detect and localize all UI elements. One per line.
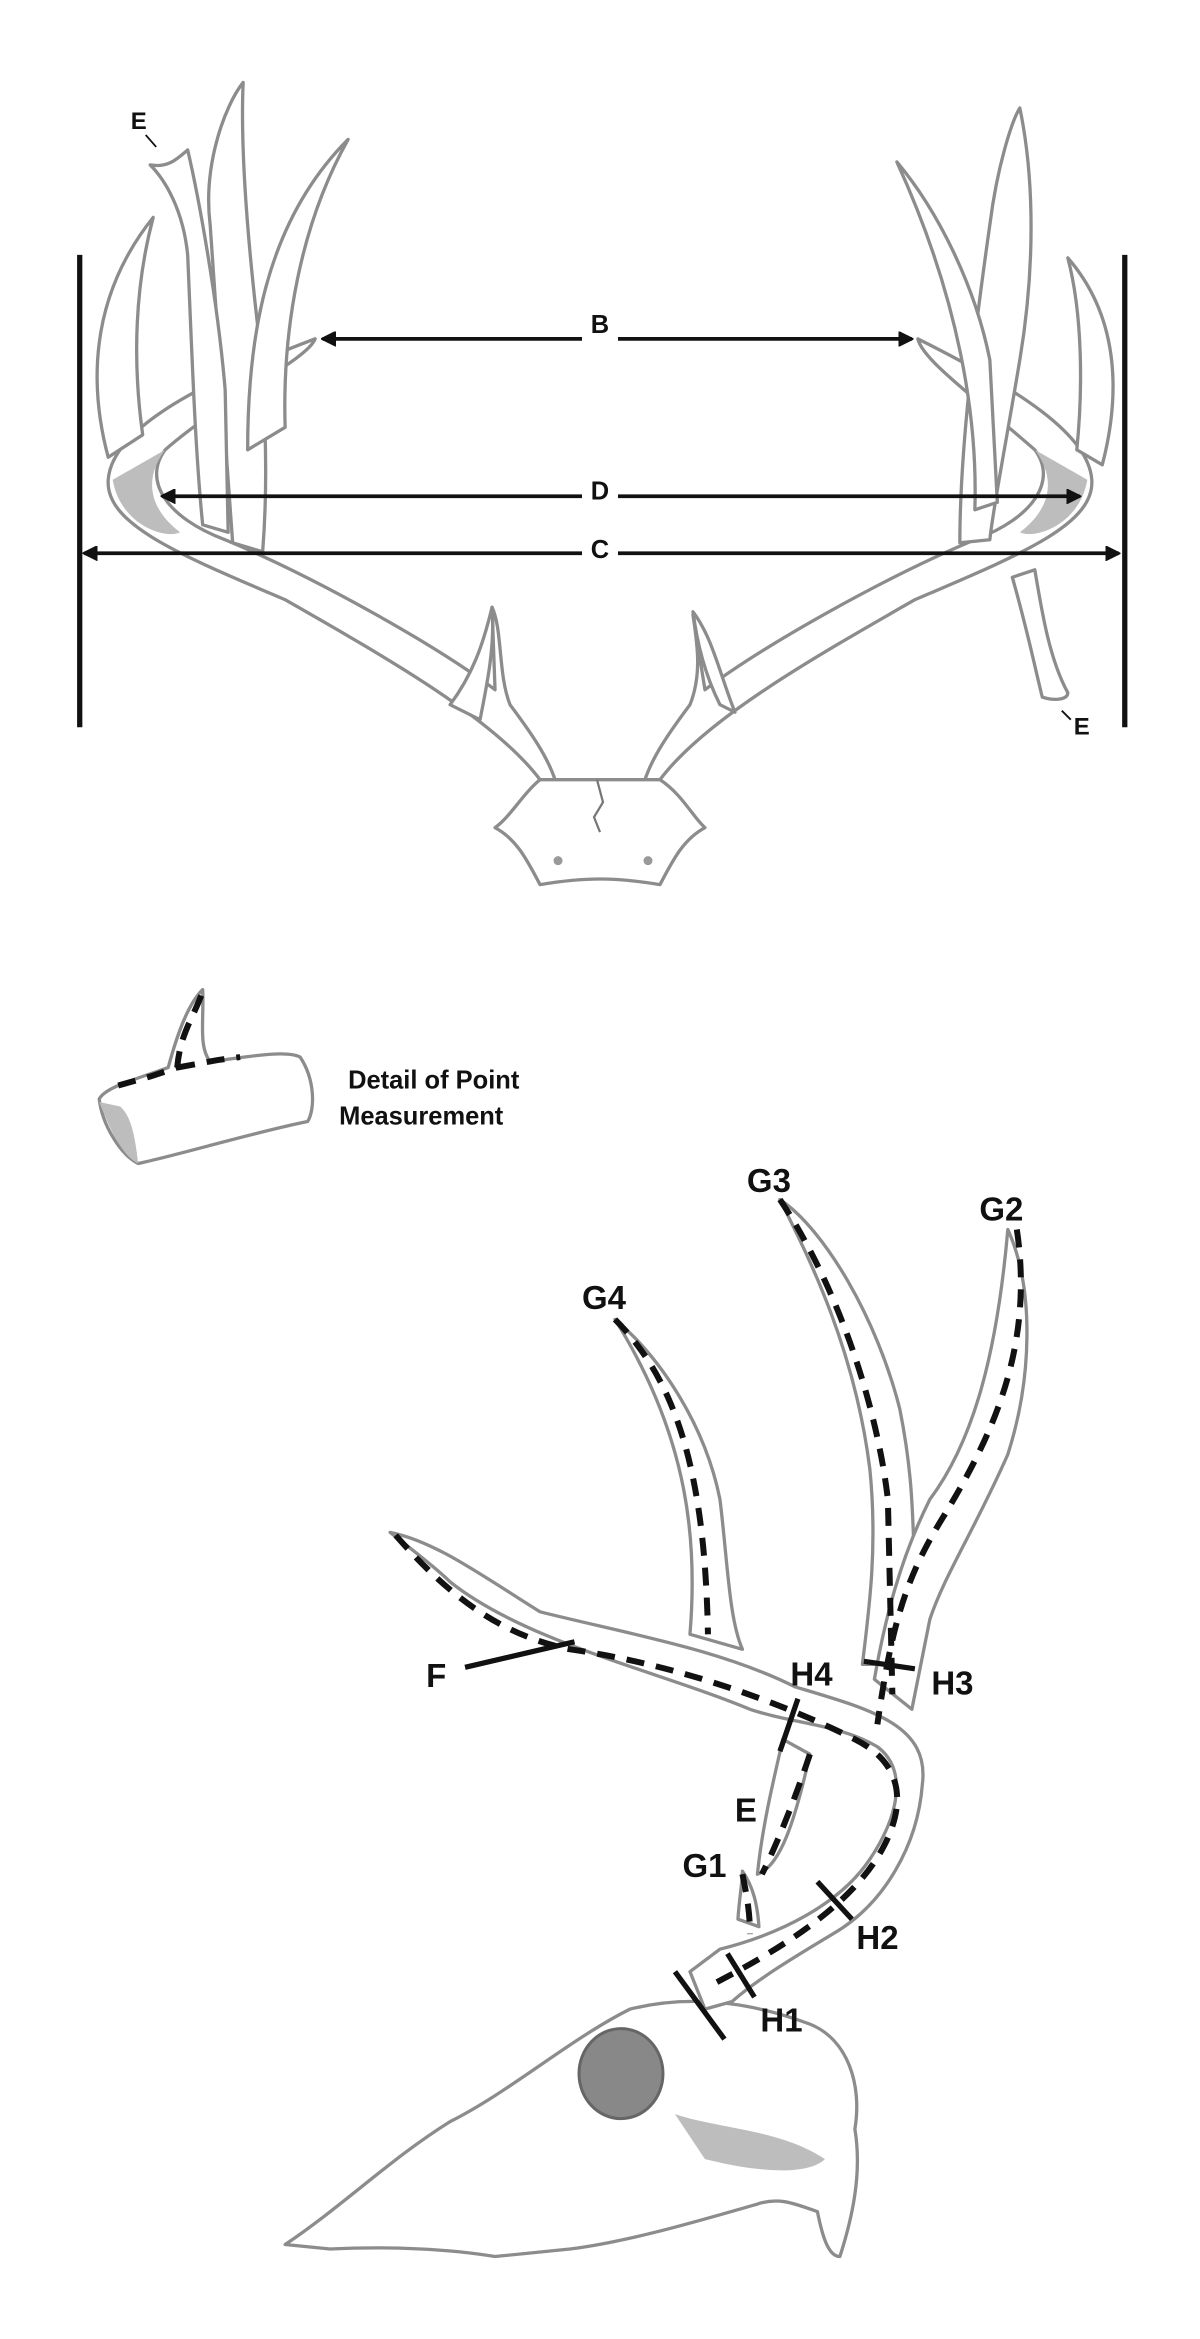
label-g1: G1 [682,1847,726,1884]
label-d: D [591,477,609,505]
front-view-antlers [95,80,1115,887]
label-h1: H1 [760,2002,802,2039]
label-e-left: E [131,108,147,135]
tine-g2 [872,1227,1029,1711]
skull [283,1999,860,2259]
side-view-antler [283,1197,1029,2259]
tine-g4 [613,1317,745,1651]
label-h2: H2 [856,1919,898,1956]
h1-bar [672,1970,727,2041]
f-leader-line [464,1639,576,1670]
side-view-labels: G3 G2 G4 F H4 H3 E G1 H2 H1 [426,1162,1023,2039]
h4-bar [777,1697,801,1753]
label-g2: G2 [979,1190,1023,1227]
label-e: E [735,1792,757,1829]
main-beam [388,1530,925,2011]
h3-bar [863,1658,916,1672]
measurement-d: D [162,477,1080,505]
h2-bar [815,1879,854,1921]
measurement-b: B [323,311,912,339]
label-g3: G3 [747,1162,791,1199]
right-tine-outer [1066,256,1115,467]
left-tine-g3 [148,148,230,534]
label-g4: G4 [582,1279,627,1316]
label-f: F [426,1657,446,1694]
main-beam-length-line [390,1530,901,1985]
right-tine-g3 [895,160,999,512]
detail-caption-line2: Measurement [339,1103,504,1131]
detail-caption-line1: Detail of Point [348,1067,520,1095]
label-h3: H3 [931,1664,973,1701]
label-h4: H4 [790,1655,833,1692]
right-main-beam [643,337,1094,782]
right-abnormal-point [1010,568,1070,701]
measurement-c: C [84,536,1119,564]
h1-inner-bar [725,1952,757,1999]
point-detail-illustration [97,987,315,1166]
label-b: B [591,311,609,339]
abnormal-point-e [755,1737,812,1876]
label-e-right: E [1074,714,1090,741]
left-main-beam [106,337,557,782]
label-c: C [591,536,609,564]
eye-socket [577,2027,665,2121]
left-tine-g1-3 [246,137,350,452]
left-tine-outer [95,215,155,459]
